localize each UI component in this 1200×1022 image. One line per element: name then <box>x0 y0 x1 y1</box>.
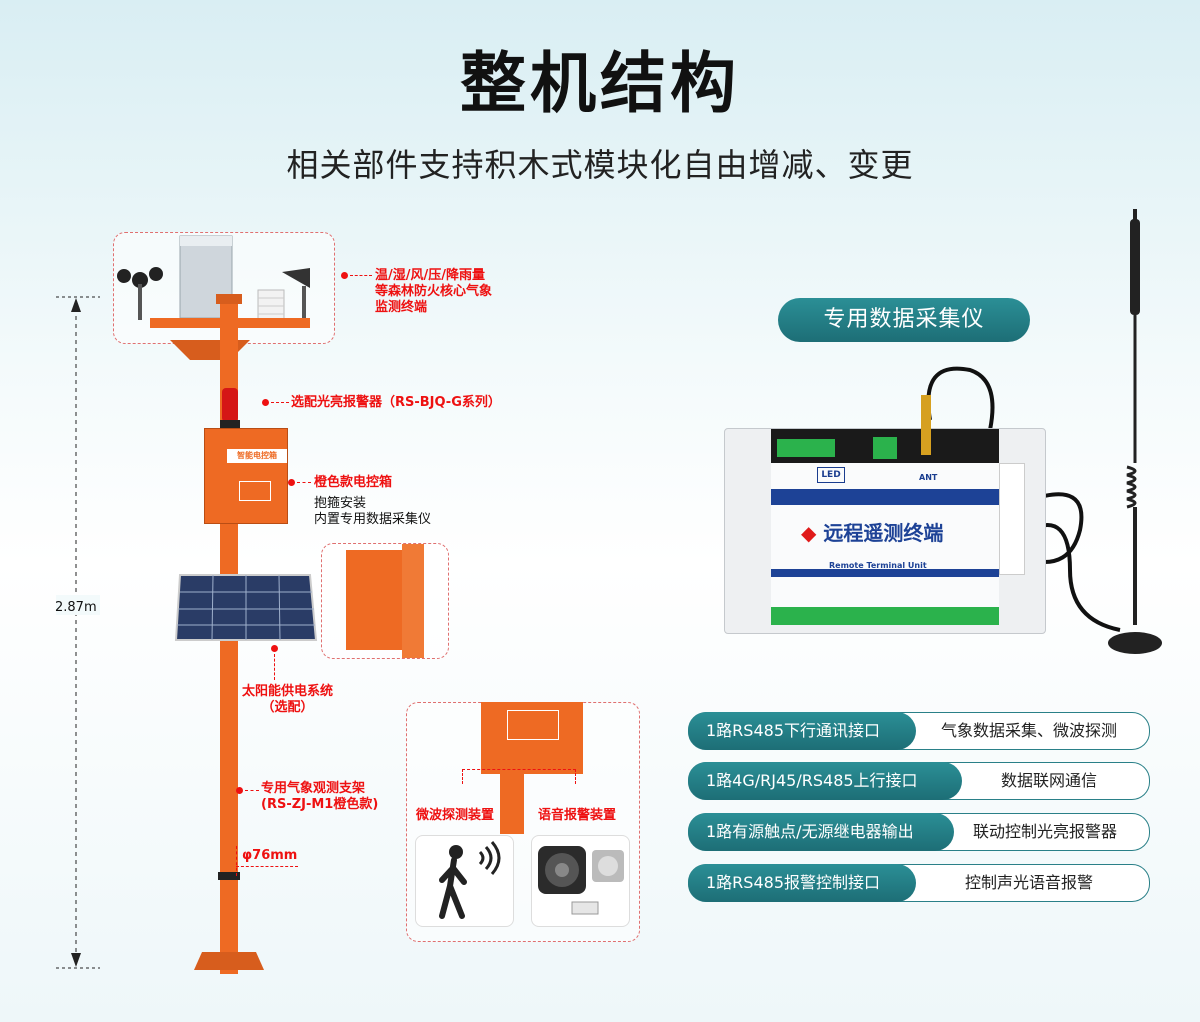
brand-logo-icon: ◆ <box>801 521 817 545</box>
device-base-illustration <box>481 702 583 774</box>
weather-pole-illustration <box>117 235 318 974</box>
bracket-label: 专用气象观测支架(RS-ZJ-M1橙色款) <box>261 781 379 812</box>
feature-row: 1路RS485下行通讯接口 气象数据采集、微波探测 <box>688 712 1150 750</box>
microwave-panel <box>415 835 514 927</box>
led-label: LED <box>817 467 845 483</box>
device-brand: ◆ 远程遥测终端 <box>801 521 944 545</box>
page-title: 整机结构 <box>460 45 740 122</box>
voice-alarm-label: 语音报警装置 <box>538 808 617 823</box>
feature-interface: 1路4G/RJ45/RS485上行接口 <box>688 762 962 800</box>
feature-interface: 1路有源触点/无源继电器输出 <box>688 813 954 851</box>
feature-interface: 1路RS485下行通讯接口 <box>688 712 916 750</box>
annotation-dot <box>288 479 295 486</box>
antenna-illustration <box>1108 209 1162 654</box>
height-dimension <box>56 296 100 969</box>
annotation-line <box>297 482 311 483</box>
feature-function: 控制声光语音报警 <box>964 873 1093 892</box>
height-label: 2.87m <box>55 600 97 615</box>
rtu-device: LED ANT ◆ 远程遥测终端 Remote Terminal Unit <box>724 395 1046 634</box>
solar-label: 太阳能供电系统（选配） <box>242 684 334 715</box>
annotation-line <box>274 654 275 680</box>
person-motion-icon <box>439 841 501 919</box>
feature-function: 数据联网通信 <box>1000 771 1097 790</box>
diameter-line <box>236 866 298 867</box>
feature-function: 气象数据采集、微波探测 <box>940 721 1117 740</box>
bracket-detail-box <box>321 543 449 659</box>
pole-segment <box>500 774 524 834</box>
ant-label: ANT <box>919 473 938 482</box>
diameter-line <box>236 846 237 876</box>
device-subtitle: Remote Terminal Unit <box>829 561 927 570</box>
feature-row: 1路有源触点/无源继电器输出 联动控制光亮报警器 <box>688 813 1150 851</box>
feature-function: 联动控制光亮报警器 <box>972 822 1117 841</box>
annotation-dot <box>271 645 278 652</box>
box-display-icon <box>239 481 271 501</box>
control-box-desc: 抱箍安装内置专用数据采集仪 <box>314 496 432 527</box>
alarm-light-label: 选配光亮报警器（RS-BJQ-G系列） <box>291 395 501 410</box>
annotation-dot <box>236 787 243 794</box>
feature-row: 1路4G/RJ45/RS485上行接口 数据联网通信 <box>688 762 1150 800</box>
control-box-label: 橙色款电控箱 <box>314 475 393 490</box>
annotation-line <box>271 402 289 403</box>
annotation-line <box>245 790 259 791</box>
feature-interface: 1路RS485报警控制接口 <box>688 864 916 902</box>
annotation-dot <box>262 399 269 406</box>
speaker-icon <box>538 846 624 915</box>
box-panel-label: 智能电控箱 <box>227 449 287 463</box>
orange-control-box: 智能电控箱 <box>204 428 288 524</box>
diameter-label: φ76mm <box>242 848 298 863</box>
detector-bracket-line <box>462 769 576 784</box>
page-subtitle: 相关部件支持积木式模块化自由增减、变更 <box>286 146 914 184</box>
microwave-label: 微波探测装置 <box>416 808 495 823</box>
annotation-line <box>350 275 372 276</box>
weather-terminal-label: 温/湿/风/压/降雨量等森林防火核心气象监测终端 <box>375 268 493 315</box>
voice-alarm-panel <box>531 835 630 927</box>
feature-row: 1路RS485报警控制接口 控制声光语音报警 <box>688 864 1150 902</box>
annotation-dot <box>341 272 348 279</box>
device-badge: 专用数据采集仪 <box>778 298 1030 342</box>
